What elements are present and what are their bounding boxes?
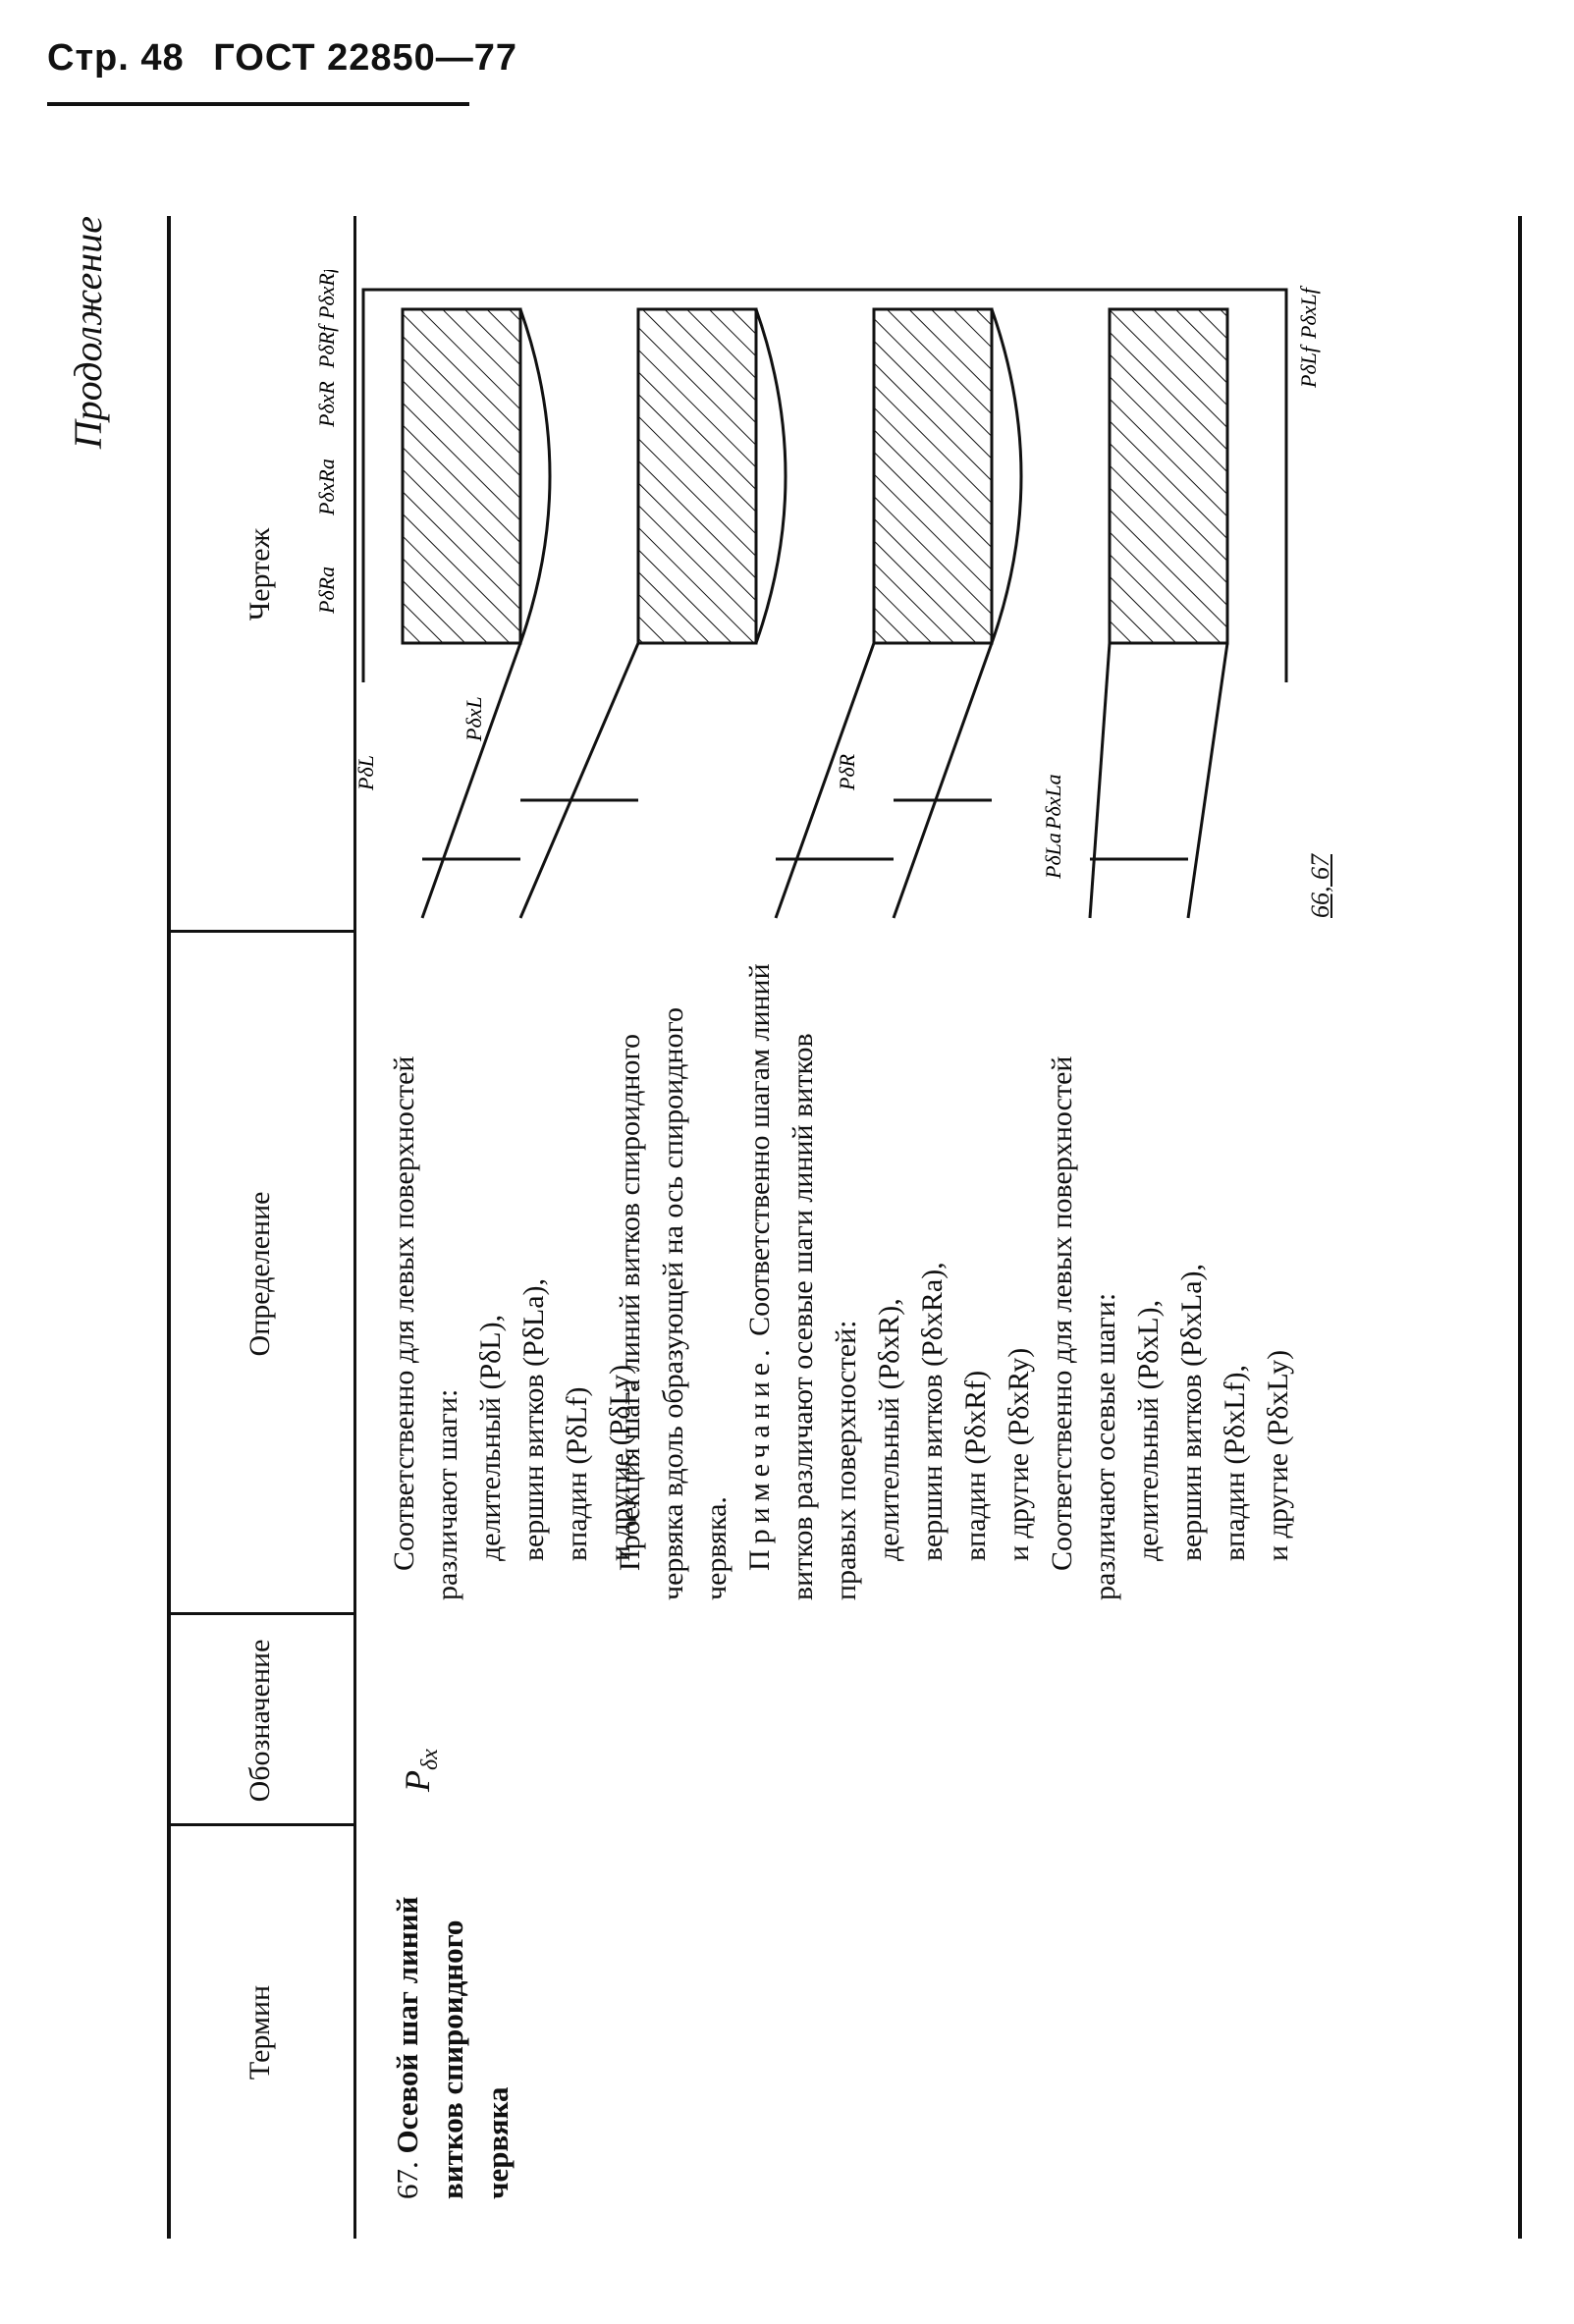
drawing-label: PδR bbox=[835, 753, 859, 791]
definition-prev-item: впадин (PδLf) bbox=[561, 1386, 593, 1561]
note-label: Примечание. bbox=[743, 1343, 776, 1571]
note-left-intro: Соответственно для левых поверхностей ра… bbox=[1046, 1055, 1121, 1600]
drawing-label: PδLa bbox=[1041, 833, 1065, 880]
page-header: Стр. 48 ГОСТ 22850—77 bbox=[47, 37, 535, 80]
note-item: делительный (PδxR), bbox=[873, 1298, 905, 1561]
table-bottom-rule bbox=[1518, 216, 1522, 2239]
column-header-term: Термин bbox=[244, 1984, 276, 2081]
definition-prev-item: делительный (PδL), bbox=[474, 1314, 507, 1561]
worm-thread-diagram: PδRaPδxRaPδxRPδRfPδxRfPδLPδxLPδRPδLaPδxL… bbox=[314, 264, 1321, 919]
column-header-definition: Определение bbox=[244, 1191, 276, 1357]
definition-main-block: Проекция шага линий витков спироидного ч… bbox=[609, 952, 1300, 1600]
drawing-label: PδL bbox=[353, 755, 378, 791]
continuation-label: Продолжение bbox=[66, 216, 110, 450]
page-number: Стр. 48 bbox=[47, 37, 185, 79]
column-header-symbol: Обозначение bbox=[244, 1639, 276, 1803]
drawing-label: PδRa bbox=[314, 567, 339, 615]
drawing-label: PδxR bbox=[314, 381, 339, 428]
drawing-label: PδRf bbox=[314, 323, 339, 369]
figure-reference: 66, 67 bbox=[1306, 854, 1334, 918]
header-rule bbox=[47, 102, 469, 106]
rotated-page-body: Продолжение Термин Обозначение Определен… bbox=[20, 177, 1551, 2278]
symbol-cell: Pδx bbox=[395, 1595, 453, 1792]
drawing-label: PδxRf bbox=[314, 270, 339, 320]
term-number: 67. bbox=[390, 2161, 424, 2199]
drawing-label: PδxLf bbox=[1296, 285, 1321, 340]
term-text: Осевой шаг линий витков спироидного черв… bbox=[390, 1896, 515, 2200]
note-left-item: впадин (PδxLf), bbox=[1219, 1364, 1251, 1561]
definition-prev-item: вершин витков (PδLa), bbox=[517, 1277, 550, 1561]
drawing-label: PδxRa bbox=[314, 459, 339, 516]
definition-prev-intro: Соответственно для левых поверхностей ра… bbox=[388, 1055, 463, 1600]
definition-main-text: Проекция шага линий витков спироидного ч… bbox=[614, 1007, 733, 1600]
symbol-main: P bbox=[398, 1770, 437, 1792]
drawing-label: PδxL bbox=[461, 696, 486, 742]
note-item: вершин витков (PδxRa), bbox=[916, 1262, 949, 1561]
note-left-item: и другие (PδxLy) bbox=[1262, 1349, 1294, 1561]
definition-prev-block: Соответственно для левых поверхностей ра… bbox=[383, 952, 642, 1600]
standard-code: ГОСТ 22850—77 bbox=[213, 37, 518, 79]
term-cell: 67. Осевой шаг линий витков спироидного … bbox=[385, 1836, 520, 2200]
drawing-label: PδLf bbox=[1296, 344, 1321, 389]
symbol-sub: δx bbox=[417, 1749, 444, 1770]
note-left-item: делительный (PδxL), bbox=[1132, 1299, 1165, 1561]
note-item: впадин (PδxRf) bbox=[959, 1370, 992, 1561]
note-left-item: вершин витков (PδxLa), bbox=[1175, 1263, 1208, 1561]
note-item: и другие (PδxRy) bbox=[1003, 1347, 1035, 1561]
drawing-label: PδxLa bbox=[1041, 774, 1065, 831]
